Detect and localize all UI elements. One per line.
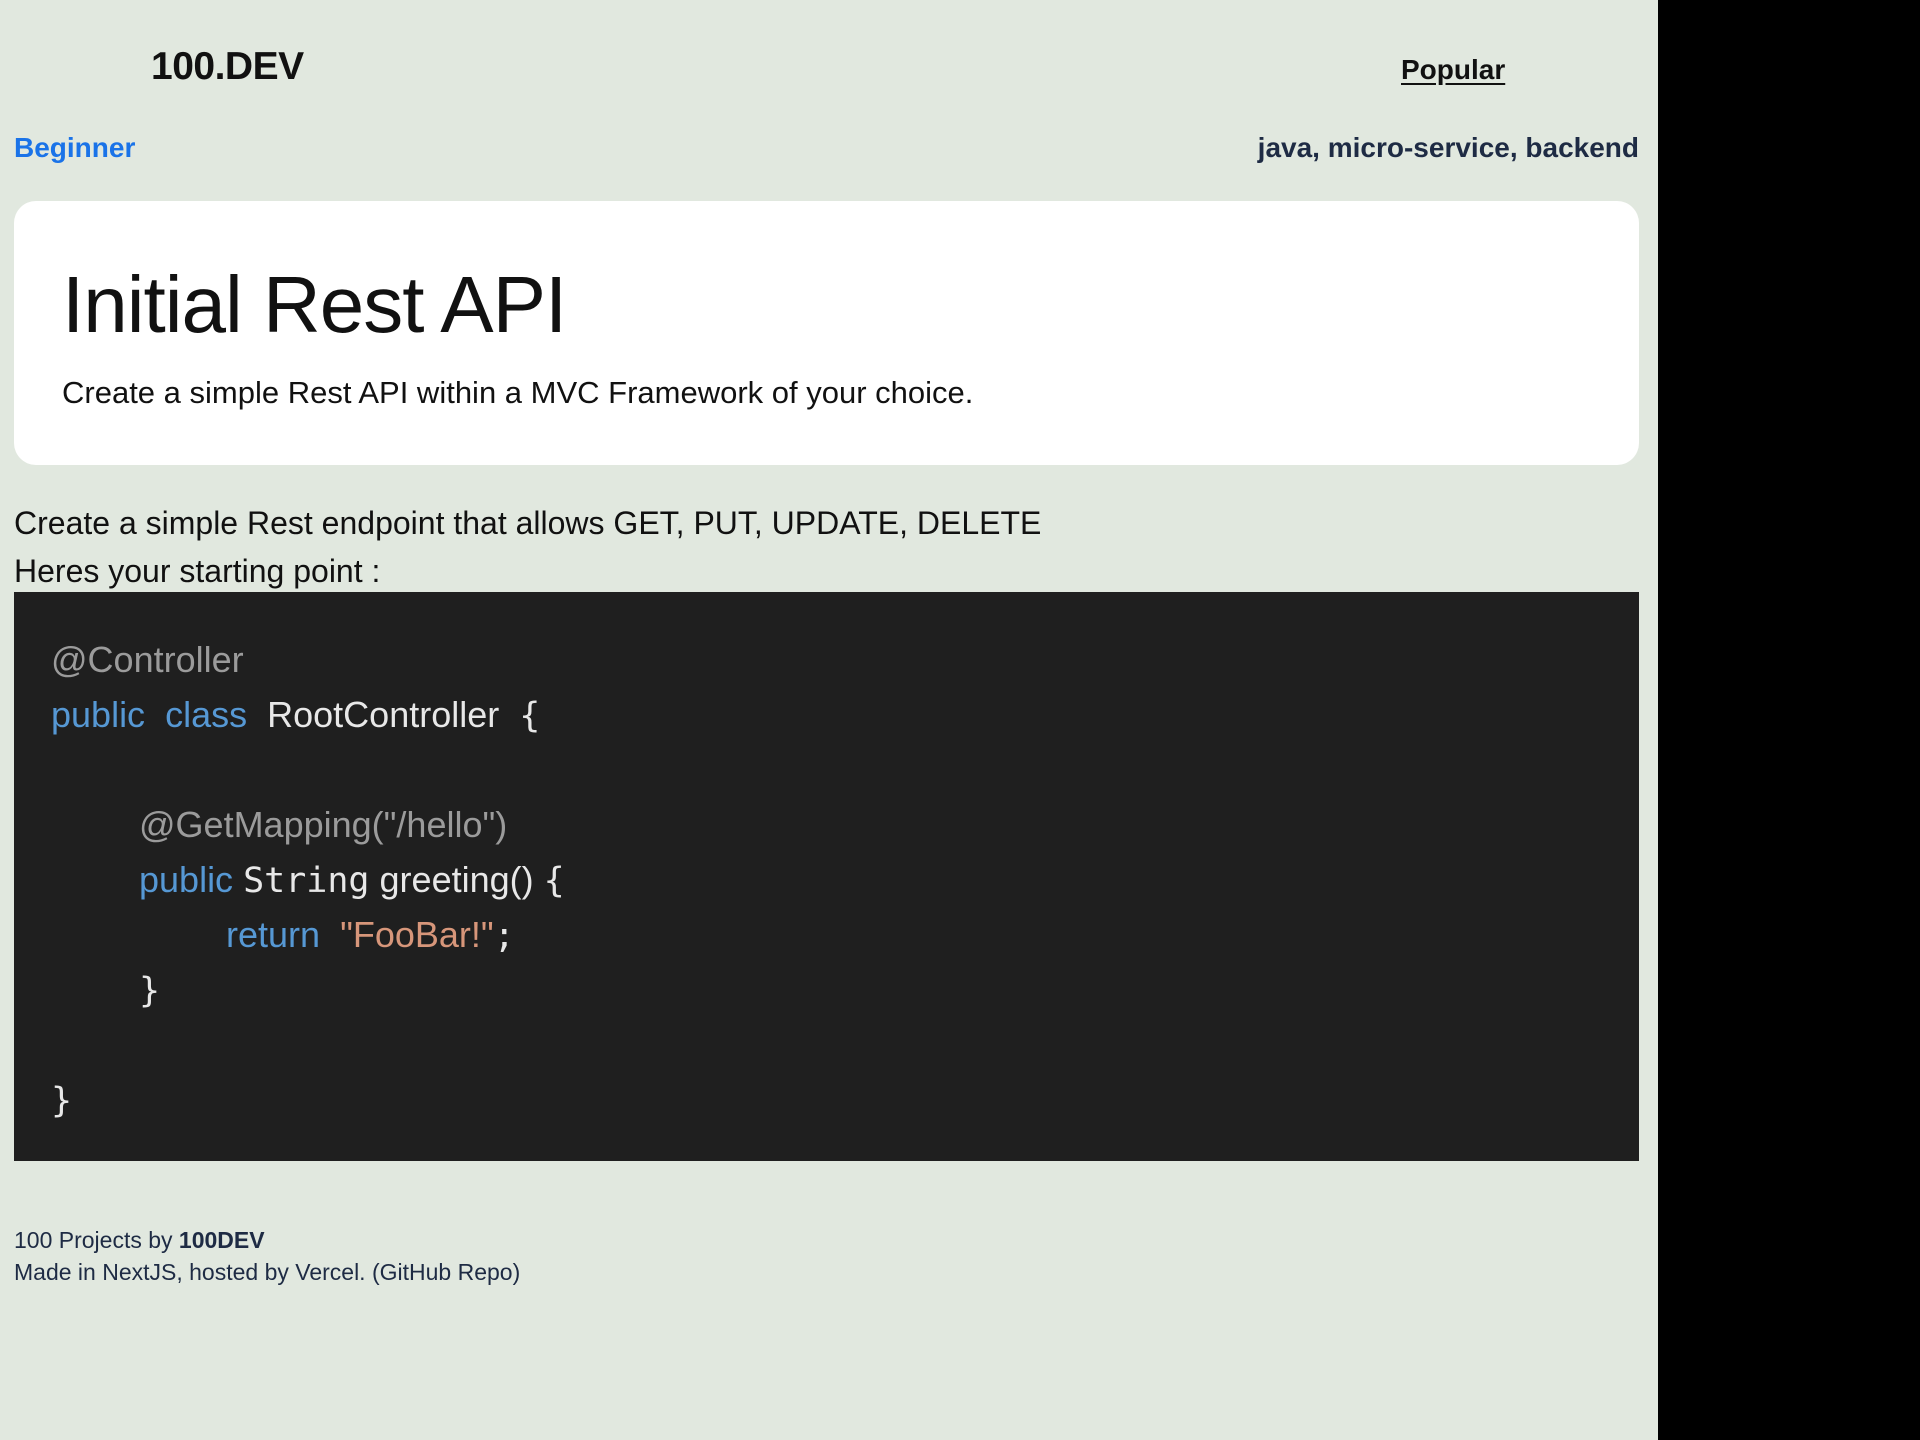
code-line: @Controller	[51, 632, 1602, 687]
site-footer: 100 Projects by 100DEV Made in NextJS, h…	[14, 1224, 520, 1288]
code-line: public String greeting() {	[51, 852, 1602, 907]
code-brace: {	[543, 861, 565, 901]
site-header: 100.DEV Popular	[0, 0, 1658, 130]
code-line-blank	[51, 1017, 1602, 1072]
code-line: }	[51, 1072, 1602, 1127]
description-line: Heres your starting point :	[14, 553, 381, 589]
code-line: return "FooBar!";	[51, 907, 1602, 962]
code-line: @GetMapping("/hello")	[51, 797, 1602, 852]
difficulty-level-link[interactable]: Beginner	[14, 132, 136, 163]
github-repo-link[interactable]: (GitHub Repo)	[371, 1259, 521, 1285]
page: 100.DEV Popular Beginner java, micro-ser…	[0, 0, 1658, 1440]
project-hero-card: Initial Rest API Create a simple Rest AP…	[14, 201, 1639, 465]
viewport-gutter	[1658, 0, 1920, 1440]
code-line-blank	[51, 742, 1602, 797]
nav-popular-link[interactable]: Popular	[1401, 54, 1506, 85]
footer-brand: 100DEV	[178, 1227, 265, 1253]
code-method-name: greeting()	[379, 859, 534, 900]
code-keyword: public	[51, 694, 146, 735]
brand-logo-link[interactable]: 100.DEV	[151, 45, 304, 88]
code-brace: }	[139, 971, 161, 1011]
code-line: }	[51, 962, 1602, 1017]
code-semicolon: ;	[493, 916, 515, 956]
project-title: Initial Rest API	[62, 260, 567, 349]
footer-credits-line: 100 Projects by 100DEV	[14, 1224, 520, 1256]
code-string-literal: "FooBar!"	[340, 914, 494, 955]
project-meta-row: Beginner java, micro-service, backend	[14, 130, 1639, 170]
code-type: String	[243, 861, 370, 901]
project-subtitle: Create a simple Rest API within a MVC Fr…	[62, 375, 974, 410]
code-keyword: public	[139, 859, 234, 900]
code-block: @Controller public class RootController {…	[14, 592, 1639, 1161]
code-annotation: @GetMapping("/hello")	[139, 804, 508, 845]
footer-hosting-text: Made in NextJS, hosted by Vercel.	[14, 1259, 372, 1285]
footer-credits-prefix: 100 Projects by	[14, 1227, 179, 1253]
code-annotation: @Controller	[51, 639, 244, 680]
code-class-name: RootController	[267, 694, 500, 735]
description-line: Create a simple Rest endpoint that allow…	[14, 505, 1042, 541]
code-line: public class RootController {	[51, 687, 1602, 742]
project-description: Create a simple Rest endpoint that allow…	[14, 499, 1041, 595]
code-keyword: return	[226, 914, 321, 955]
code-brace: {	[519, 696, 541, 736]
project-tags: java, micro-service, backend	[1257, 132, 1639, 163]
footer-hosting-line: Made in NextJS, hosted by Vercel. (GitHu…	[14, 1256, 520, 1288]
code-keyword: class	[165, 694, 248, 735]
code-brace: }	[51, 1081, 73, 1121]
